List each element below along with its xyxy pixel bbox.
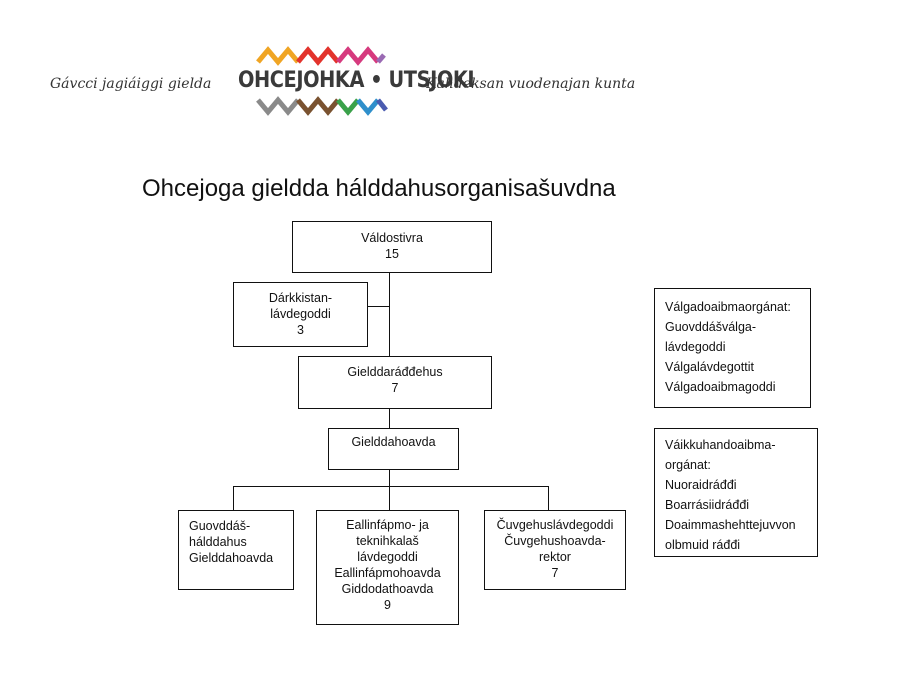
node-darkkistan-count: 3 — [297, 323, 304, 337]
connector-darkkistan — [367, 306, 389, 307]
node-cuvgehus: Čuvgehuslávdegoddi Čuvgehushoavda- rekto… — [484, 510, 626, 590]
node-cuvgehus-line2: Čuvgehushoavda- — [504, 534, 606, 548]
logo-zigzag-indigo — [376, 98, 388, 112]
node-eallinfapmo-line1: Eallinfápmo- ja — [346, 518, 429, 532]
node-darkkistan: Dárkkistan- lávdegoddi 3 — [233, 282, 368, 347]
node-valdostivra-label: Váldostivra — [361, 231, 423, 245]
node-guovddas-line3: Gielddahoavda — [189, 551, 274, 565]
node-cuvgehus-line3: rektor — [539, 550, 571, 564]
connector-center-drop — [389, 486, 390, 510]
tagline-left: Gávcci jagiáiggi gielda — [50, 76, 212, 92]
side-box-vaikkuhan-line6: olbmuid ráđđi — [665, 538, 741, 552]
connector-lower-vertical — [389, 470, 390, 486]
side-box-valgado: Válgadoaibmaorgánat: Guovddášválga- lávd… — [654, 288, 811, 408]
logo-zigzag-brown — [296, 96, 340, 116]
logo-zigzag-green — [336, 98, 360, 116]
logo-zigzag-blue — [356, 98, 380, 116]
logo-zigzag-top — [256, 46, 386, 66]
logo-zigzag-bottom — [256, 96, 388, 116]
side-box-vaikkuhan-line4: Boarrásiidráđđi — [665, 498, 750, 512]
connector-mid-vertical — [389, 408, 390, 428]
node-gielddaraddehus: Gielddaráđđehus 7 — [298, 356, 492, 409]
side-box-vaikkuhan-line5: Doaimmashehttejuvvon — [665, 518, 796, 532]
side-box-valgado-line4: Válgalávdegottit — [665, 360, 754, 374]
node-gielddaraddehus-label: Gielddaráđđehus — [347, 365, 443, 379]
logo-zigzag-gray — [256, 96, 300, 116]
logo-zigzag-purple — [376, 53, 386, 64]
node-cuvgehus-line1: Čuvgehuslávdegoddi — [496, 518, 614, 532]
side-box-valgado-line2: Guovddášválga- — [665, 320, 757, 334]
node-eallinfapmo: Eallinfápmo- ja teknihkalaš lávdegoddi E… — [316, 510, 459, 625]
node-eallinfapmo-line3: lávdegoddi — [357, 550, 418, 564]
node-darkkistan-line2: lávdegoddi — [270, 307, 331, 321]
node-eallinfapmo-line5: Giddodathoavda — [341, 582, 434, 596]
logo-zigzag-red — [296, 46, 340, 66]
side-box-valgado-line5: Válgadoaibmagoddi — [665, 380, 776, 394]
side-box-vaikkuhan-line2: orgánat: — [665, 458, 711, 472]
node-guovddas: Guovddáš- hálddahus Gielddahoavda — [178, 510, 294, 590]
connector-right-drop — [548, 486, 549, 510]
node-eallinfapmo-line4: Eallinfápmohoavda — [334, 566, 441, 580]
connector-horizontal — [233, 486, 549, 487]
logo-zigzag-orange — [256, 46, 300, 66]
side-box-valgado-line1: Válgadoaibmaorgánat: — [665, 300, 791, 314]
tagline-right: Kahdeksan vuodenajan kunta — [426, 76, 636, 92]
page-title: Ohcejoga gieldda hálddahusorganisašuvdna — [142, 175, 616, 202]
side-box-vaikkuhan-line3: Nuoraidráđđi — [665, 478, 737, 492]
side-box-vaikkuhan-line1: Váikkuhandoaibma- — [665, 438, 776, 452]
connector-left-drop — [233, 486, 234, 510]
node-guovddas-line2: hálddahus — [189, 535, 247, 549]
side-box-vaikkuhan: Váikkuhandoaibma- orgánat: Nuoraidráđđi … — [654, 428, 818, 557]
node-guovddas-line1: Guovddáš- — [189, 519, 251, 533]
logo-text: OHCEJOHKA • UTSJOKI — [238, 68, 475, 93]
node-cuvgehus-count: 7 — [551, 566, 559, 580]
connector-top-vertical — [389, 272, 390, 356]
node-gielddahoavda-label: Gielddahoavda — [351, 435, 436, 449]
node-eallinfapmo-line2: teknihkalaš — [356, 534, 419, 548]
logo-zigzag-pink — [336, 46, 380, 66]
side-box-valgado-line3: lávdegoddi — [665, 340, 726, 354]
node-gielddahoavda: Gielddahoavda — [328, 428, 459, 470]
node-eallinfapmo-count: 9 — [384, 598, 391, 612]
node-valdostivra: Váldostivra 15 — [292, 221, 492, 273]
node-valdostivra-count: 15 — [385, 247, 399, 261]
node-gielddaraddehus-count: 7 — [391, 381, 399, 395]
node-darkkistan-line1: Dárkkistan- — [268, 291, 333, 305]
